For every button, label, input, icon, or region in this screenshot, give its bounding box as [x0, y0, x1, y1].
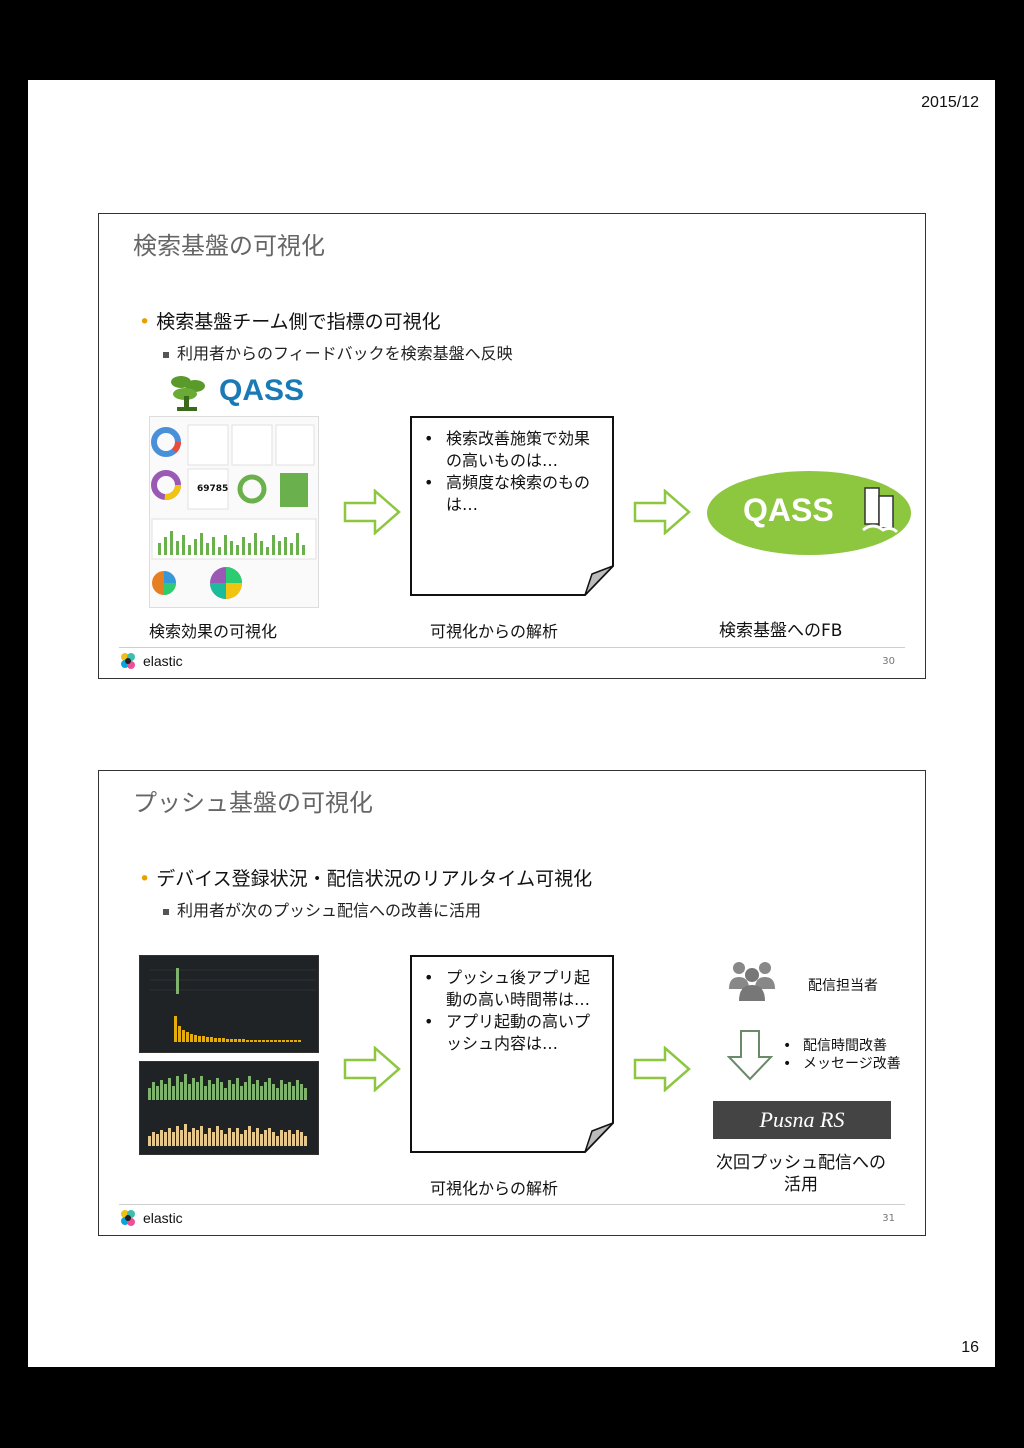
square-bullet-icon	[163, 908, 169, 915]
caption-feedback: 検索基盤へのFB	[719, 621, 843, 641]
improvement-item: 配信時間改善	[783, 1037, 901, 1055]
slide-title: プッシュ基盤の可視化	[133, 789, 373, 817]
note-item: 検索改善施策で効果の高いものは…	[424, 428, 592, 472]
right-arrow-icon	[343, 1046, 401, 1092]
caption-next-push: 次回プッシュ配信への活用	[716, 1153, 886, 1195]
main-bullet: •デバイス登録状況・配信状況のリアルタイム可視化	[139, 868, 593, 890]
page-number: 16	[961, 1339, 979, 1356]
sub-bullet: 利用者が次のプッシュ配信への改善に活用	[163, 897, 481, 921]
note-item: アプリ起動の高いプッシュ内容は…	[424, 1011, 592, 1055]
push-dashboard-top	[139, 955, 319, 1053]
footer-divider	[119, 1204, 905, 1205]
dashboard-count: 69785	[197, 484, 229, 494]
right-arrow-icon	[633, 489, 691, 535]
slide-title: 検索基盤の可視化	[133, 232, 325, 260]
improvement-item: メッセージ改善	[783, 1055, 901, 1073]
improvement-list: 配信時間改善 メッセージ改善	[779, 1037, 901, 1073]
note-item: 高頻度な検索のものは…	[424, 472, 592, 516]
qass-logo-white: QASS	[743, 492, 834, 528]
server-icon	[859, 484, 899, 540]
analysis-note: プッシュ後アプリ起動の高い時間帯は… アプリ起動の高いプッシュ内容は…	[410, 955, 615, 1153]
right-arrow-icon	[633, 1046, 691, 1092]
footer-divider	[119, 647, 905, 648]
caption-analysis: 可視化からの解析	[430, 622, 559, 641]
note-item: プッシュ後アプリ起動の高い時間帯は…	[424, 967, 592, 1011]
square-bullet-icon	[163, 351, 169, 358]
main-bullet: •検索基盤チーム側で指標の可視化	[139, 311, 441, 333]
elastic-logo: elastic	[119, 652, 183, 670]
caption-analysis: 可視化からの解析	[430, 1179, 559, 1198]
bonsai-icon	[167, 372, 207, 412]
slide-number: 31	[882, 1213, 895, 1224]
document-page: 2015/12 検索基盤の可視化 •検索基盤チーム側で指標の可視化 利用者からの…	[28, 80, 995, 1367]
push-dashboard-bottom	[139, 1061, 319, 1155]
pusna-rs-logo: Pusna RS	[713, 1101, 891, 1139]
header-date: 2015/12	[921, 94, 979, 111]
right-arrow-icon	[343, 489, 401, 535]
people-icon	[727, 959, 777, 1007]
bullet-dot-icon: •	[139, 311, 151, 333]
person-label: 配信担当者	[808, 978, 878, 994]
search-dashboard: 69785	[149, 416, 319, 608]
caption-dashboard: 検索効果の可視化	[149, 622, 278, 641]
slide-number: 30	[882, 656, 895, 667]
elastic-icon	[121, 1210, 135, 1226]
bullet-dot-icon: •	[139, 868, 151, 890]
elastic-icon	[121, 653, 135, 669]
slide-1: 検索基盤の可視化 •検索基盤チーム側で指標の可視化 利用者からのフィードバックを…	[98, 213, 926, 679]
analysis-note: 検索改善施策で効果の高いものは… 高頻度な検索のものは…	[410, 416, 615, 596]
elastic-logo: elastic	[119, 1209, 183, 1227]
slide-2: プッシュ基盤の可視化 •デバイス登録状況・配信状況のリアルタイム可視化 利用者が…	[98, 770, 926, 1236]
sub-bullet: 利用者からのフィードバックを検索基盤へ反映	[163, 340, 513, 364]
down-arrow-icon	[727, 1030, 773, 1081]
qass-logo: QASS	[219, 374, 305, 407]
